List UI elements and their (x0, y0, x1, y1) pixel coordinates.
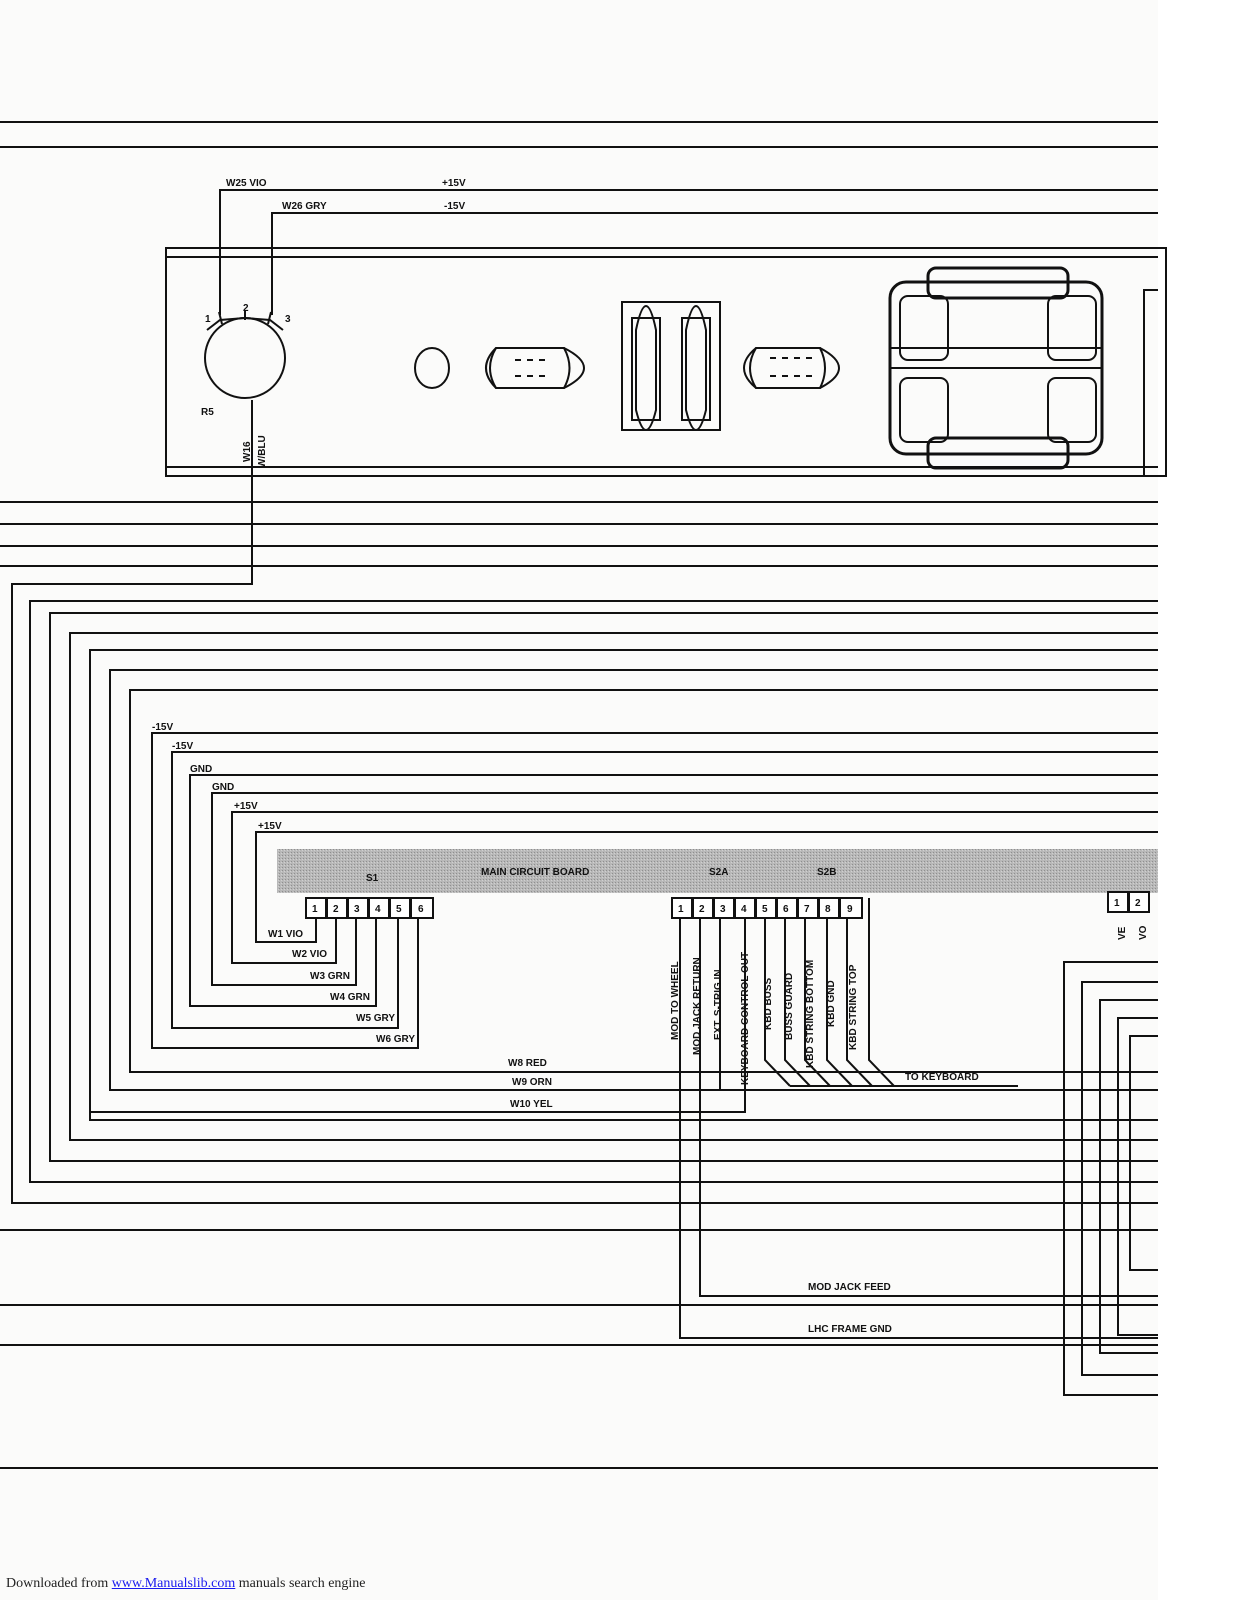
footer-suffix: manuals search engine (235, 1576, 366, 1591)
wire-w10-label: W10 YEL (510, 1099, 553, 1110)
signal-mod-jack-return: MOD JACK RETURN (692, 957, 703, 1055)
board-title: MAIN CIRCUIT BOARD (481, 867, 589, 878)
chassis-panel (165, 247, 1167, 477)
s1-wire-w3: W3 GRN (310, 971, 350, 982)
label-w16: W16 (242, 441, 253, 462)
pin-label: 4 (375, 904, 381, 915)
footer: Downloaded from www.Manualslib.com manua… (6, 1576, 366, 1592)
jack-connector-left (485, 347, 585, 389)
pot-r5-body (204, 317, 286, 399)
pin-label: 1 (312, 904, 318, 915)
mod-jack-feed-label: MOD JACK FEED (808, 1282, 891, 1293)
supply-plus15-2: +15V (258, 821, 282, 832)
supply-gnd-2: GND (212, 782, 234, 793)
pot-pin-3: 3 (285, 314, 291, 325)
s2-connector (671, 897, 863, 919)
page-edge (1158, 0, 1237, 1600)
pin-label: 2 (699, 904, 705, 915)
signal-ext-s-trig-in: EXT. S-TRIG IN (713, 969, 724, 1040)
pin-label: VE (1117, 926, 1128, 940)
signal-kbd-buss: KBD BUSS (763, 977, 774, 1030)
s1-wire-w1: W1 VIO (268, 929, 303, 940)
pin-label: 4 (741, 904, 747, 915)
signal-kbd-string-top: KBD STRING TOP (848, 964, 859, 1050)
supply-minus15-2: -15V (172, 741, 193, 752)
signal-keyboard-control-out: KEYBOARD CONTROL OUT (740, 952, 751, 1085)
pin-label: 3 (354, 904, 360, 915)
pot-pin-1: 1 (205, 314, 211, 325)
jack-connector-right (743, 347, 840, 389)
wire-w8-label: W8 RED (508, 1058, 547, 1069)
pot-pin-2: 2 (243, 303, 249, 314)
to-keyboard-label: TO KEYBOARD (905, 1072, 979, 1083)
footer-prefix: Downloaded from (6, 1576, 112, 1591)
pin-label: 2 (1135, 898, 1141, 909)
pin-label: VO (1138, 925, 1149, 940)
pin-label: 7 (804, 904, 810, 915)
s1-wire-w2: W2 VIO (292, 949, 327, 960)
pin-label: 2 (333, 904, 339, 915)
panel-hole (414, 347, 450, 389)
label-wblu: W/BLU (257, 435, 268, 468)
wire-w26 (271, 212, 1158, 315)
label-plus15-top: +15V (442, 178, 466, 189)
label-w25: W25 VIO (226, 178, 267, 189)
pin-label: 5 (396, 904, 402, 915)
pin-label: 1 (1114, 898, 1120, 909)
signal-kbd-gnd: KBD GND (826, 980, 837, 1027)
pin-label: 9 (847, 904, 853, 915)
s2a-label: S2A (709, 867, 728, 878)
pin-label: 6 (418, 904, 424, 915)
pin-label: 8 (825, 904, 831, 915)
signal-kbd-string-bottom: KBD STRING BOTTOM (805, 960, 816, 1068)
label-w26: W26 GRY (282, 201, 327, 212)
main-circuit-board (277, 849, 1158, 893)
wire-w25 (219, 189, 1158, 315)
supply-plus15-1: +15V (234, 801, 258, 812)
supply-gnd-1: GND (190, 764, 212, 775)
supply-minus15-1: -15V (152, 722, 173, 733)
pin-label: 1 (678, 904, 684, 915)
s1-wire-w4: W4 GRN (330, 992, 370, 1003)
label-minus15-top: -15V (444, 201, 465, 212)
pin-label: 5 (762, 904, 768, 915)
s1-wire-w5: W5 GRY (356, 1013, 395, 1024)
s1-label: S1 (366, 873, 379, 884)
right-connector (1107, 891, 1150, 913)
pot-ref: R5 (201, 407, 214, 418)
s1-connector (305, 897, 434, 919)
lhc-frame-gnd-label: LHC FRAME GND (808, 1324, 892, 1335)
pin-label: 6 (783, 904, 789, 915)
s1-wire-w6: W6 GRY (376, 1034, 415, 1045)
signal-mod-to-wheel: MOD TO WHEEL (670, 961, 681, 1040)
footer-link[interactable]: www.Manualslib.com (111, 1576, 236, 1591)
pin-label: 3 (720, 904, 726, 915)
transformer (888, 266, 1104, 470)
wire-w16 (11, 400, 1158, 1204)
s2b-label: S2B (817, 867, 836, 878)
signal-buss-guard: BUSS GUARD (784, 973, 795, 1040)
switch-block (621, 301, 721, 431)
wire-w9-label: W9 ORN (512, 1077, 552, 1088)
